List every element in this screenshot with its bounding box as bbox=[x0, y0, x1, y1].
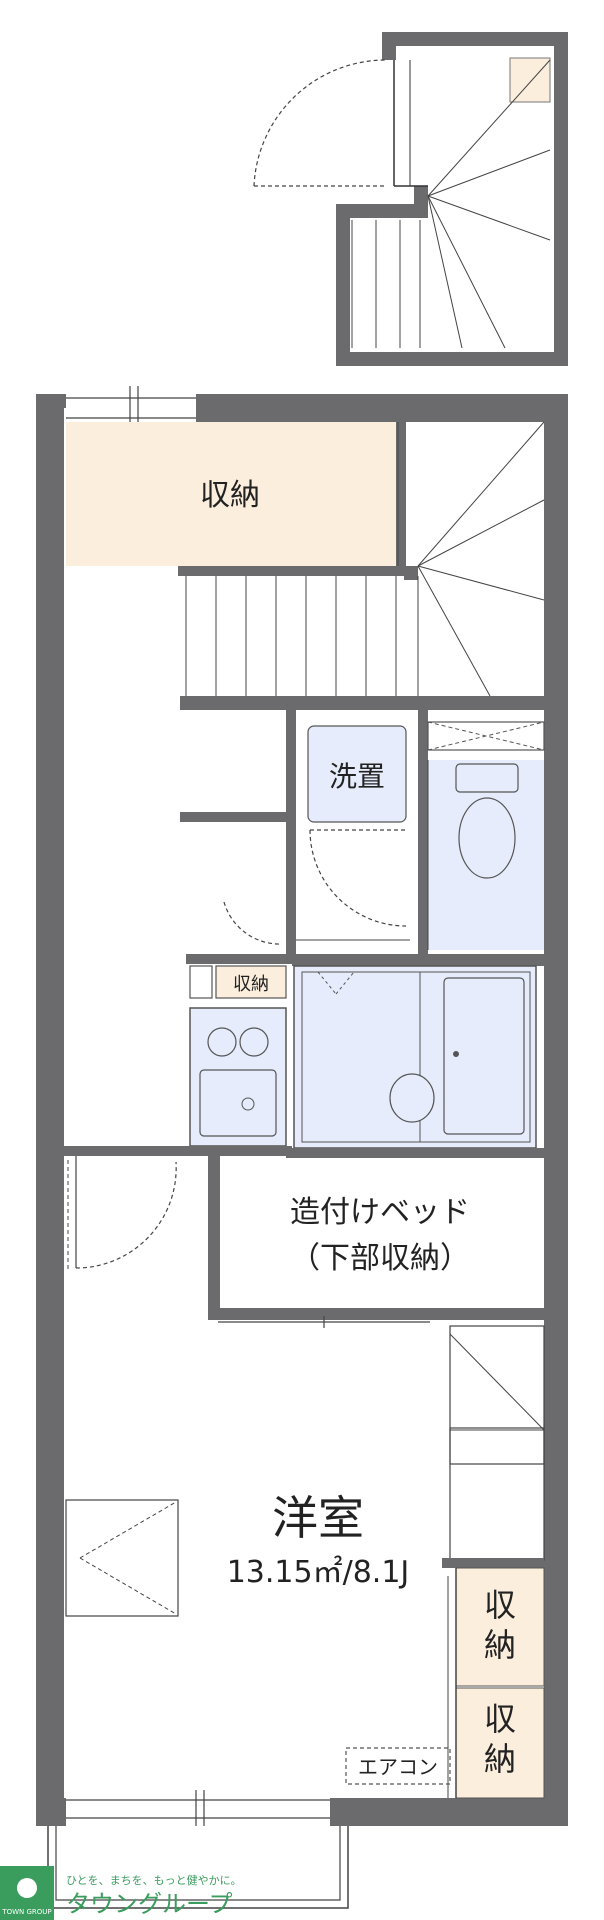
outer-walls bbox=[36, 386, 568, 1909]
storage-right-2-bottom: 納 bbox=[484, 1740, 516, 1778]
right-storages: 収 納 収 納 bbox=[447, 1567, 545, 1799]
storage-right-1-top: 収 bbox=[484, 1586, 516, 1624]
western-room: 洋室 13.15㎡/8.1J bbox=[65, 1325, 545, 1617]
western-room-label: 洋室 bbox=[272, 1491, 364, 1545]
company-logo: TOWN GROUP ひとを、まちを、もっと健やかに。 タウングループ bbox=[0, 1866, 242, 1920]
storage-small-label: 収納 bbox=[233, 974, 269, 995]
storage-top-label: 収納 bbox=[200, 478, 260, 513]
logo-badge: TOWN GROUP bbox=[1, 1908, 51, 1916]
laundry-label: 洗置 bbox=[329, 760, 385, 793]
storage-right-2-top: 収 bbox=[484, 1700, 516, 1738]
built-in-bed-label-2: （下部収納） bbox=[290, 1241, 470, 1276]
air-conditioner: エアコン bbox=[345, 1747, 451, 1785]
top-storage: 収納 bbox=[66, 422, 406, 572]
staircase bbox=[178, 421, 545, 710]
entrance bbox=[64, 1146, 186, 1270]
built-in-bed-label-1: 造付けベッド bbox=[290, 1195, 470, 1230]
kitchen: 収納 bbox=[186, 901, 292, 1156]
storage-right-1-bottom: 納 bbox=[484, 1626, 516, 1664]
logo-name: タウングループ bbox=[66, 1890, 233, 1918]
wet-area: 洗置 bbox=[180, 710, 545, 1158]
loft-section bbox=[253, 32, 568, 366]
western-room-size: 13.15㎡/8.1J bbox=[227, 1555, 410, 1590]
logo-tagline: ひとを、まちを、もっと健やかに。 bbox=[66, 1874, 242, 1887]
built-in-bed: 造付けベッド （下部収納） bbox=[208, 1156, 544, 1328]
air-conditioner-label: エアコン bbox=[358, 1755, 438, 1779]
